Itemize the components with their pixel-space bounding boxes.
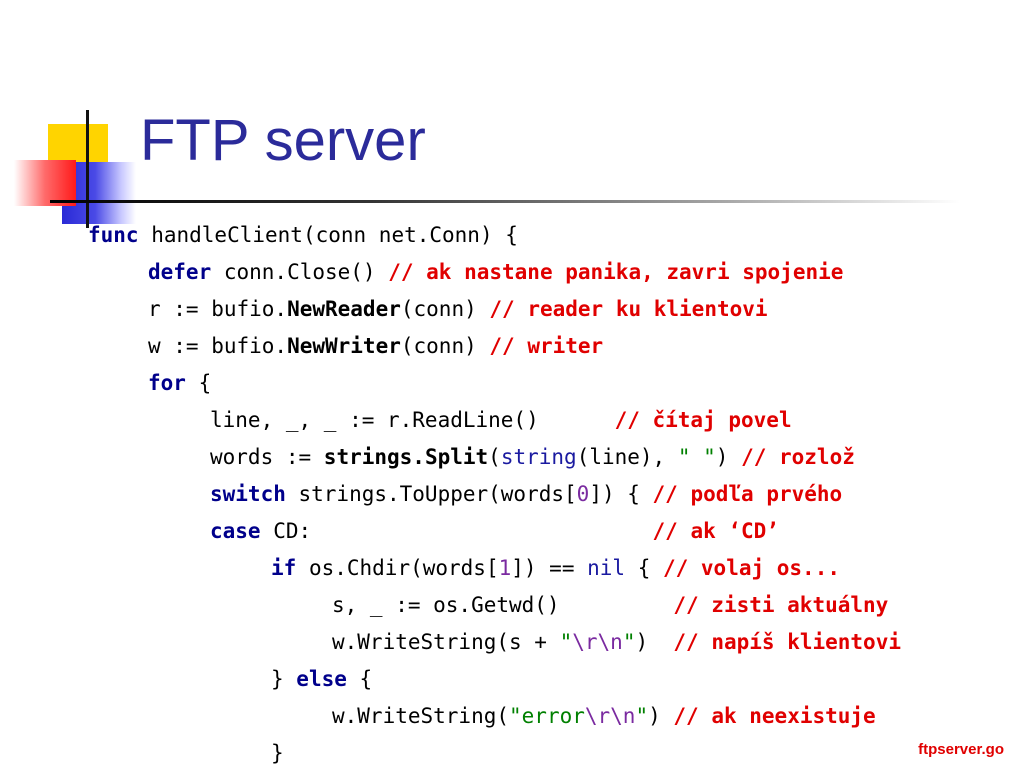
code-token: (conn): [400, 297, 490, 321]
code-token: case: [210, 519, 261, 543]
code-token: handleClient(conn net.Conn) {: [138, 223, 518, 247]
code-token: conn.Close(): [211, 260, 389, 284]
code-token: (line),: [576, 445, 678, 469]
code-line: for {: [148, 368, 211, 398]
code-comment: // ak ‘CD’: [652, 519, 779, 543]
code-token: w.WriteString(: [332, 704, 510, 728]
code-token: switch: [210, 482, 286, 506]
code-token: os.Chdir(words[: [296, 556, 499, 580]
code-token: NewReader: [287, 297, 401, 321]
code-token: w := bufio.: [148, 334, 288, 358]
code-token: ": [559, 630, 573, 654]
code-token: }: [271, 741, 284, 765]
code-token: ]) {: [589, 482, 653, 506]
code-token: ): [648, 704, 674, 728]
code-token: else: [296, 667, 347, 691]
code-line: case CD: // ak ‘CD’: [210, 516, 779, 546]
code-token: {: [346, 667, 373, 691]
code-token: s, _ := os.Getwd(): [332, 593, 674, 617]
code-comment: // reader ku klientovi: [489, 297, 768, 321]
code-comment: // volaj os...: [662, 556, 840, 580]
vertical-rule: [86, 110, 89, 228]
code-line: w := bufio.NewWriter(conn) // writer: [148, 331, 603, 361]
code-line: s, _ := os.Getwd() // zisti aktuálny: [332, 590, 888, 620]
code-token: \r\n: [572, 630, 623, 654]
code-line: w.WriteString("error\r\n") // ak neexist…: [332, 701, 876, 731]
code-line: words := strings.Split(string(line), " "…: [210, 442, 855, 472]
code-comment: // ak nastane panika, zavri spojenie: [388, 260, 844, 284]
code-comment: // napíš klientovi: [673, 630, 901, 654]
code-comment: // zisti aktuálny: [673, 593, 889, 617]
code-comment: // rozlož: [741, 445, 855, 469]
code-token: ): [715, 445, 742, 469]
code-line: func handleClient(conn net.Conn) {: [88, 220, 518, 250]
code-token: ): [635, 630, 674, 654]
code-token: line, _, _ := r.ReadLine(): [210, 408, 615, 432]
code-token: {: [625, 556, 663, 580]
code-token: strings.Split: [323, 445, 489, 469]
source-filename: ftpserver.go: [918, 741, 1004, 758]
code-line: line, _, _ := r.ReadLine() // čítaj pove…: [210, 405, 792, 435]
code-line: defer conn.Close() // ak nastane panika,…: [148, 257, 843, 287]
code-token: (conn): [400, 334, 490, 358]
code-line: if os.Chdir(words[1]) == nil { // volaj …: [271, 553, 840, 583]
code-token: nil: [587, 556, 626, 580]
code-line: }: [271, 738, 284, 768]
code-token: (: [488, 445, 501, 469]
code-comment: // ak neexistuje: [673, 704, 876, 728]
code-comment: // čítaj povel: [614, 408, 792, 432]
code-token: NewWriter: [287, 334, 401, 358]
code-token: w.WriteString(s +: [332, 630, 560, 654]
code-token: 0: [576, 482, 590, 506]
code-token: words :=: [210, 445, 324, 469]
red-square-decoration: [14, 160, 76, 206]
code-comment: // podľa prvého: [652, 482, 843, 506]
code-token: ": [635, 704, 649, 728]
code-token: ]) ==: [511, 556, 588, 580]
code-token: ": [622, 630, 636, 654]
code-line: w.WriteString(s + "\r\n") // napíš klien…: [332, 627, 901, 657]
code-token: defer: [148, 260, 212, 284]
code-token: "error: [509, 704, 585, 728]
code-token: for: [148, 371, 186, 395]
slide-title: FTP server: [140, 108, 426, 173]
code-token: {: [185, 371, 212, 395]
code-token: }: [271, 667, 297, 691]
code-token: CD:: [260, 519, 653, 543]
code-token: 1: [498, 556, 512, 580]
code-line: r := bufio.NewReader(conn) // reader ku …: [148, 294, 768, 324]
horizontal-rule: [50, 200, 960, 203]
code-token: func: [88, 223, 139, 247]
code-token: string: [500, 445, 577, 469]
code-token: strings.ToUpper(words[: [285, 482, 577, 506]
code-line: } else {: [271, 664, 372, 694]
code-token: \r\n: [584, 704, 636, 728]
code-line: switch strings.ToUpper(words[0]) { // po…: [210, 479, 842, 509]
code-comment: // writer: [489, 334, 604, 358]
code-token: " ": [677, 445, 716, 469]
code-token: r := bufio.: [148, 297, 288, 321]
code-token: if: [271, 556, 297, 580]
